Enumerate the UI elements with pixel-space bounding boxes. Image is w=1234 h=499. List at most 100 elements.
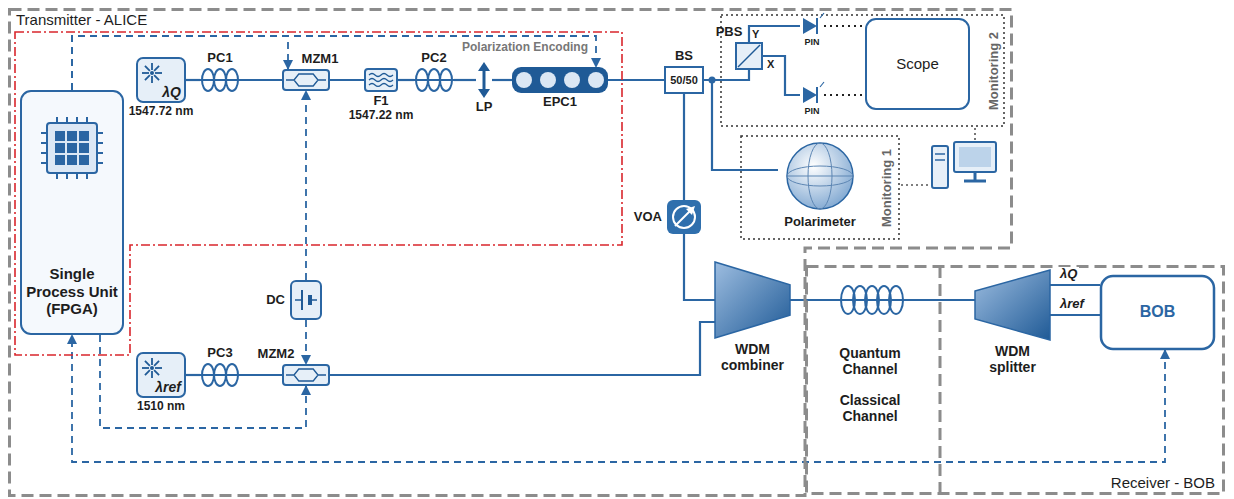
laser-source: λQ1547.72 nm	[136, 57, 186, 103]
fiber-line	[749, 26, 800, 42]
electronic-polarization-controller-part	[540, 72, 556, 88]
fpga-unit-part	[97, 162, 103, 164]
linear-polarizer-part	[478, 62, 490, 71]
laser-source-part	[150, 366, 154, 370]
monitoring-box: Monitoring 1Polarimeter	[740, 135, 900, 240]
fpga-unit-part	[76, 173, 78, 179]
wavelength-label: λref	[1058, 297, 1086, 312]
tower-slot	[935, 153, 945, 155]
dc-source-part	[291, 281, 321, 319]
encoding-region-part	[15, 32, 622, 355]
node-label: λref	[155, 379, 181, 395]
node-label: PBS	[716, 25, 743, 40]
node-label: PIN	[804, 106, 819, 116]
fiber-line	[330, 322, 715, 375]
wdm-combiner-part	[715, 262, 790, 338]
electronic-polarization-controller-part	[512, 67, 608, 93]
wdm-splitter: WDM splitter	[975, 270, 1050, 340]
polarization-controller-outline	[200, 363, 240, 387]
node-label: Polarimeter	[782, 215, 858, 230]
node-label: PC2	[421, 51, 446, 66]
polarization-controller-part	[428, 69, 440, 91]
polarizing-beam-splitter-part	[736, 43, 762, 69]
attenuator-part	[686, 206, 695, 215]
photodiode-part	[820, 13, 824, 18]
polarimeter-part	[787, 176, 853, 177]
laser-source: λref1510 nm	[136, 352, 186, 398]
polarizing-beam-splitter-outline	[735, 42, 763, 70]
monitoring-box-part	[721, 15, 1004, 126]
fiber-line	[240, 79, 282, 81]
node-label: 1510 nm	[137, 400, 185, 414]
node-label: Receiver - BOB	[1111, 474, 1215, 491]
laser-source-part	[137, 353, 185, 397]
electronic-polarization-controller-outline	[512, 67, 608, 93]
photodiode-part	[820, 82, 824, 87]
photodiode-part	[816, 18, 818, 34]
laser-source-part	[154, 75, 159, 80]
node-label: DC	[266, 293, 285, 308]
node-label: PIN	[804, 37, 819, 47]
laser-source-part	[142, 72, 149, 74]
linear-polarizer-part	[483, 68, 486, 92]
fiber-line	[684, 234, 715, 300]
polarizing-beam-splitter-part	[738, 45, 760, 67]
fpga-unit-part	[41, 132, 47, 134]
polarization-controller-part	[202, 69, 214, 91]
fpga-unit-part	[66, 173, 68, 179]
fiber-line	[330, 79, 364, 81]
wdm-combiner-outline	[715, 262, 790, 338]
photodiode-part	[816, 87, 818, 103]
polarizing-beam-splitter: PBS	[735, 42, 763, 70]
monitor-link	[974, 128, 976, 140]
modulator-part	[286, 74, 326, 86]
node-label: PC3	[207, 346, 232, 361]
node-label: WDM splitter	[970, 343, 1055, 375]
signal-line	[824, 94, 865, 96]
fpga-unit-part	[79, 155, 89, 165]
fpga-unit-part	[97, 142, 103, 144]
node-label: 1547.72 nm	[129, 105, 194, 119]
wdm-splitter-outline	[975, 270, 1050, 340]
laser-source-part	[145, 370, 150, 375]
optical-filter-part	[369, 79, 393, 82]
node-label: 1547.22 nm	[349, 109, 414, 123]
polarization-controller-part	[202, 364, 214, 386]
linear-polarizer-part	[478, 89, 490, 98]
fiber-line	[240, 374, 282, 376]
optical-filter-part	[369, 84, 393, 87]
fpga-unit-part	[67, 131, 77, 141]
receiver-region-part	[807, 267, 1224, 494]
monitor	[954, 142, 996, 172]
fiber-line	[492, 79, 512, 81]
fpga-unit-part	[79, 143, 89, 153]
dc-source-outline	[290, 280, 322, 320]
modulator: MZM2	[282, 364, 330, 386]
control-line	[72, 335, 1165, 462]
fiber-line	[186, 374, 200, 376]
photodiode: PIN	[800, 85, 824, 105]
polarization-controller: PC1	[200, 68, 240, 92]
fiber-line	[398, 79, 414, 81]
optical-filter-part	[369, 74, 393, 77]
modulator-outline	[282, 69, 330, 91]
laser-source-part	[142, 367, 149, 369]
fpga-unit-part	[41, 162, 47, 164]
laser-source-part	[154, 66, 159, 71]
text-label: Quantum Channel	[830, 345, 910, 377]
node-label: VOA	[634, 210, 662, 225]
fpga-unit-part	[79, 131, 89, 141]
node-label: WDM combiner	[710, 341, 795, 373]
fpga-unit-part	[66, 117, 68, 123]
linear-polarizer-outline	[476, 62, 492, 98]
fpga-unit-part	[41, 152, 47, 154]
monitoring-box-part	[741, 136, 899, 239]
receiver-box-part	[1101, 276, 1214, 349]
fiber-line	[1050, 314, 1100, 316]
polarization-controller-part	[414, 79, 454, 81]
modulator: MZM1	[282, 69, 330, 91]
fiber-line	[186, 79, 200, 81]
node-label: PC1	[207, 51, 232, 66]
polarization-controller-part	[214, 364, 226, 386]
